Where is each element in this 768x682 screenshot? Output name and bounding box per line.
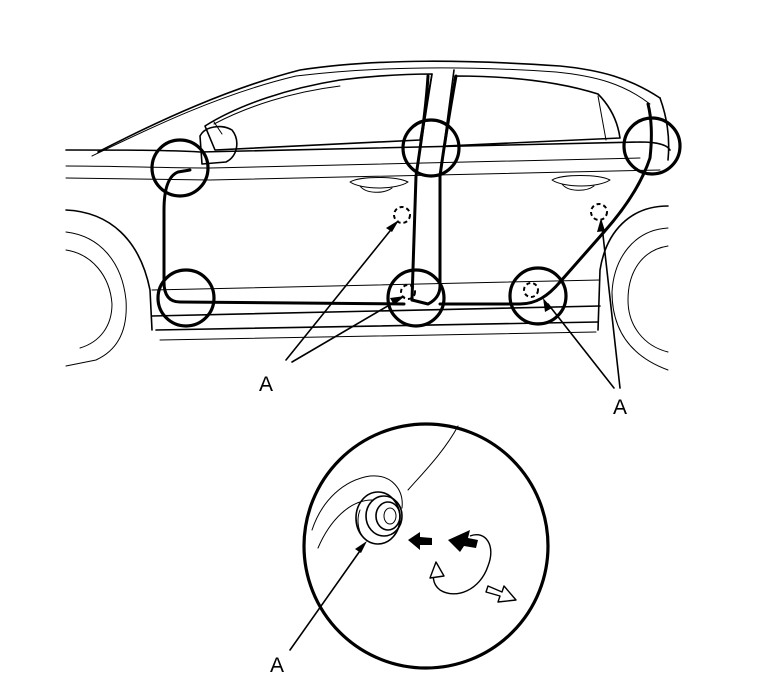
- label-a-right: A: [613, 396, 627, 419]
- car-side-view: [65, 60, 671, 371]
- clip-detail-view: [302, 422, 550, 670]
- leader-lines: [285, 218, 621, 651]
- rotate-arrow-icon: [429, 530, 492, 595]
- callout-rear-bottom: [508, 266, 568, 326]
- label-a-left: A: [259, 373, 273, 396]
- callout-center-bottom: [386, 268, 446, 328]
- detail-circle: [302, 422, 550, 670]
- clip-center-bottom: [400, 284, 416, 300]
- label-a-detail: A: [270, 654, 284, 677]
- clip-rear-bottom: [523, 282, 539, 298]
- clip-hidden-rear-door: [590, 203, 608, 221]
- clip-fastener: [355, 491, 403, 545]
- pull-arrow-icon: [485, 585, 517, 603]
- callout-b-pillar: [401, 118, 461, 178]
- callout-front-top: [150, 138, 210, 198]
- clip-positions: [393, 203, 608, 300]
- callout-circles: [150, 116, 682, 328]
- callout-rear-top: [622, 116, 682, 176]
- callout-front-bottom: [156, 268, 216, 328]
- clip-hidden-front-door: [393, 206, 411, 224]
- push-arrow-icon: [408, 532, 432, 550]
